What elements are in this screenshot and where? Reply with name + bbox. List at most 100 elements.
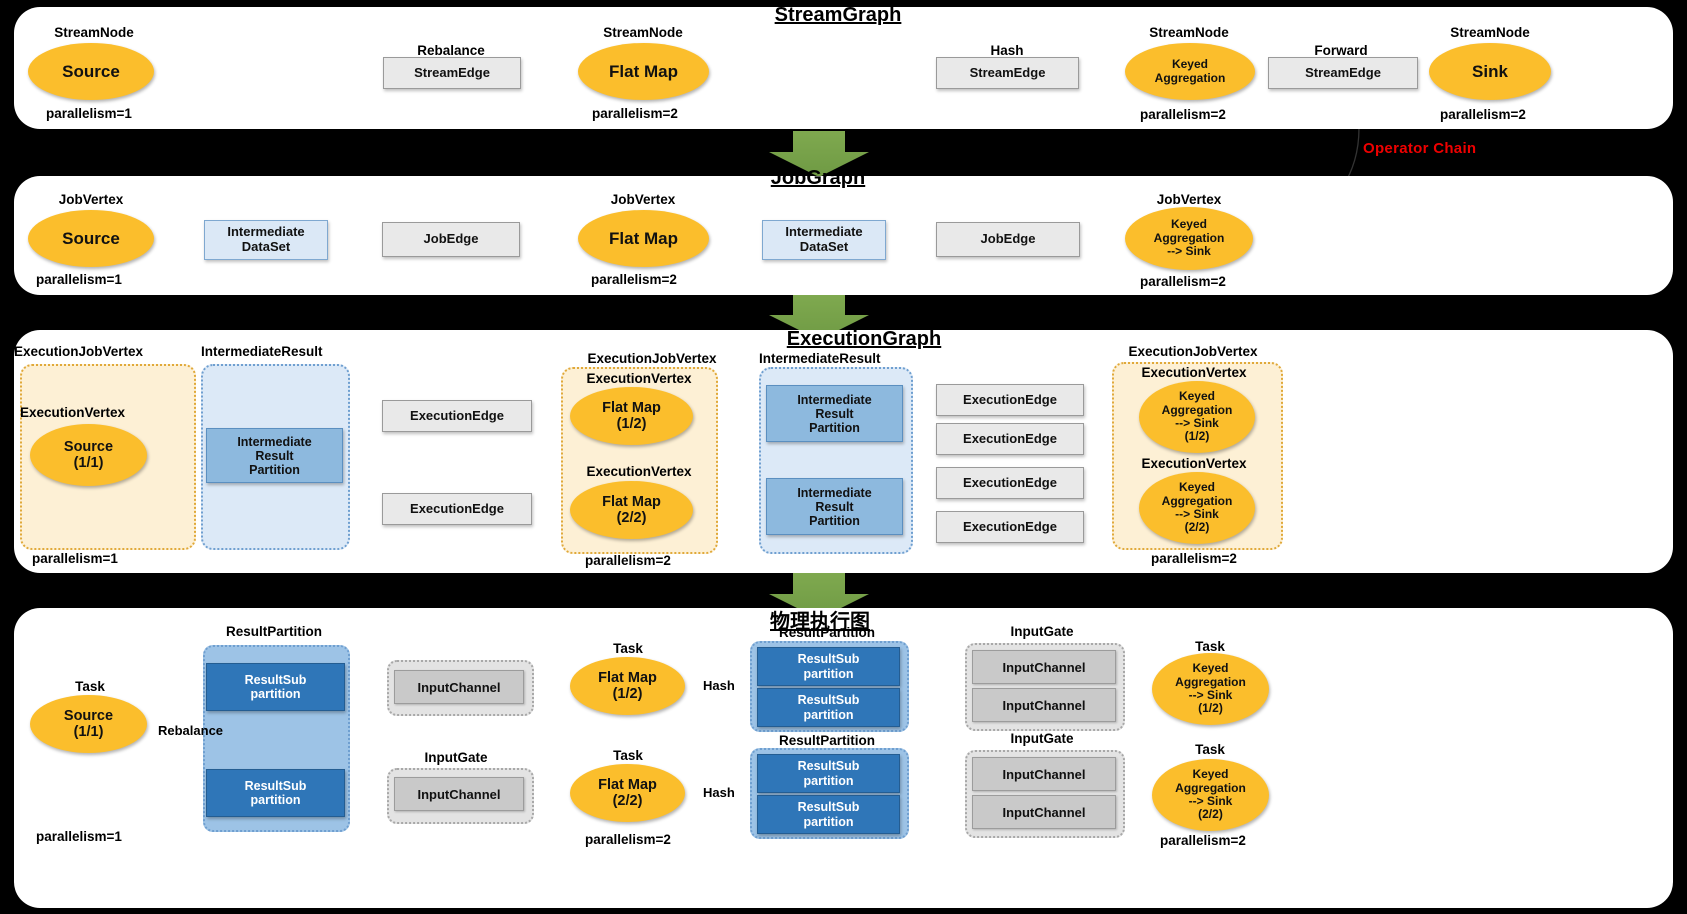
label-ev-flatmap-2: ExecutionVertex xyxy=(586,464,692,479)
intermediate-dataset-2[interactable]: Intermediate DataSet xyxy=(762,220,886,260)
label-ev-source: ExecutionVertex xyxy=(20,405,126,420)
parallelism-task-flatmap: parallelism=2 xyxy=(585,832,671,847)
physicalgraph-title: 物理执行图 xyxy=(770,611,870,633)
executionedge-label: ExecutionEdge xyxy=(410,407,504,423)
executionedge-2[interactable]: ExecutionEdge xyxy=(382,493,532,525)
node-flatmap[interactable]: Flat Map xyxy=(578,43,709,100)
inputchannel-5[interactable]: InputChannel xyxy=(972,757,1116,791)
label-task-flatmap-2: Task xyxy=(613,748,643,763)
task-keyedagg-2[interactable]: Keyed Aggregation --> Sink (2/2) xyxy=(1152,759,1269,831)
task-flatmap-2[interactable]: Flat Map (2/2) xyxy=(570,764,685,822)
parallelism-source: parallelism=1 xyxy=(46,106,132,121)
operator-chain-annotation: Operator Chain xyxy=(1363,140,1477,157)
label-task-flatmap-1: Task xyxy=(613,641,643,656)
executionvertex-keyedagg-2[interactable]: Keyed Aggregation --> Sink (2/2) xyxy=(1139,472,1255,544)
resultsubpartition-label: ResultSub partition xyxy=(797,800,860,829)
label-ejv-flatmap: ExecutionJobVertex xyxy=(587,351,717,366)
resultsubpartition-4[interactable]: ResultSub partition xyxy=(757,688,900,727)
label-resultpartition-1: ResultPartition xyxy=(225,624,323,639)
streamedge-label: StreamEdge xyxy=(969,64,1046,80)
executionvertex-flatmap-2-label: Flat Map (2/2) xyxy=(602,493,661,526)
executionedge-label: ExecutionEdge xyxy=(963,391,1057,407)
intermediate-result-partition-3[interactable]: Intermediate Result Partition xyxy=(766,478,903,535)
resultsubpartition-label: ResultSub partition xyxy=(797,759,860,788)
jobvertex-flatmap[interactable]: Flat Map xyxy=(578,210,709,267)
executionvertex-keyedagg-2-label: Keyed Aggregation --> Sink (2/2) xyxy=(1161,480,1233,535)
jobvertex-source[interactable]: Source xyxy=(28,210,154,267)
parallelism-ejv-source: parallelism=1 xyxy=(32,551,118,566)
executionedge-4[interactable]: ExecutionEdge xyxy=(936,423,1084,455)
jobvertex-source-label: Source xyxy=(62,228,120,248)
executionedge-1[interactable]: ExecutionEdge xyxy=(382,400,532,432)
task-source[interactable]: Source (1/1) xyxy=(30,695,147,753)
intermediate-result-partition-2[interactable]: Intermediate Result Partition xyxy=(766,385,903,442)
resultsubpartition-label: ResultSub partition xyxy=(244,672,307,701)
intermediate-result-partition-label: Intermediate Result Partition xyxy=(797,485,872,528)
jobgraph-title: JobGraph xyxy=(770,167,866,189)
jobvertex-flatmap-label: Flat Map xyxy=(609,228,678,248)
node-keyed-aggregation[interactable]: Keyed Aggregation xyxy=(1125,43,1255,100)
resultsubpartition-2[interactable]: ResultSub partition xyxy=(206,769,345,817)
executionedge-3[interactable]: ExecutionEdge xyxy=(936,384,1084,416)
inputchannel-4[interactable]: InputChannel xyxy=(972,688,1116,722)
task-keyedagg-1[interactable]: Keyed Aggregation --> Sink (1/2) xyxy=(1152,653,1269,725)
node-keyed-aggregation-label: Keyed Aggregation xyxy=(1154,57,1226,85)
parallelism-jobvertex-flatmap: parallelism=2 xyxy=(591,272,677,287)
resultsubpartition-3[interactable]: ResultSub partition xyxy=(757,647,900,686)
streamedge-rebalance[interactable]: StreamEdge xyxy=(383,57,521,89)
inputchannel-label: InputChannel xyxy=(1002,766,1086,782)
label-jobvertex-flatmap: JobVertex xyxy=(610,192,676,207)
resultsubpartition-label: ResultSub partition xyxy=(797,652,860,681)
executionedge-label: ExecutionEdge xyxy=(963,474,1057,490)
intermediate-dataset-1[interactable]: Intermediate DataSet xyxy=(204,220,328,260)
node-flatmap-label: Flat Map xyxy=(609,61,678,81)
inputchannel-6[interactable]: InputChannel xyxy=(972,795,1116,829)
inputchannel-label: InputChannel xyxy=(1002,697,1086,713)
jobvertex-keyed-agg-sink[interactable]: Keyed Aggregation --> Sink xyxy=(1125,207,1253,270)
inputchannel-label: InputChannel xyxy=(1002,659,1086,675)
parallelism-sink: parallelism=2 xyxy=(1440,107,1526,122)
inputchannel-2[interactable]: InputChannel xyxy=(394,777,524,811)
intermediate-result-partition-label: Intermediate Result Partition xyxy=(237,434,312,477)
executionedge-6[interactable]: ExecutionEdge xyxy=(936,511,1084,543)
jobedge-1[interactable]: JobEdge xyxy=(382,222,520,257)
label-streamnode-flatmap: StreamNode xyxy=(603,25,683,40)
resultsubpartition-6[interactable]: ResultSub partition xyxy=(757,795,900,834)
resultsubpartition-5[interactable]: ResultSub partition xyxy=(757,754,900,793)
parallelism-ejv-flatmap: parallelism=2 xyxy=(585,553,671,568)
node-source[interactable]: Source xyxy=(28,43,154,100)
label-ev-flatmap-1: ExecutionVertex xyxy=(586,371,692,386)
parallelism-task-keyedagg: parallelism=2 xyxy=(1160,833,1246,848)
label-hash: Hash xyxy=(990,43,1024,58)
inputchannel-label: InputChannel xyxy=(417,786,501,802)
jobedge-2[interactable]: JobEdge xyxy=(936,222,1080,257)
task-flatmap-1[interactable]: Flat Map (1/2) xyxy=(570,657,685,715)
label-task-keyedagg-1: Task xyxy=(1195,639,1225,654)
node-sink[interactable]: Sink xyxy=(1429,43,1551,100)
executionvertex-keyedagg-1-label: Keyed Aggregation --> Sink (1/2) xyxy=(1161,389,1233,444)
resultsubpartition-1[interactable]: ResultSub partition xyxy=(206,663,345,711)
resultsubpartition-label: ResultSub partition xyxy=(244,778,307,807)
executionvertex-flatmap-2[interactable]: Flat Map (2/2) xyxy=(570,481,693,539)
executionvertex-keyedagg-1[interactable]: Keyed Aggregation --> Sink (1/2) xyxy=(1139,381,1255,453)
executionedge-5[interactable]: ExecutionEdge xyxy=(936,467,1084,499)
task-flatmap-2-label: Flat Map (2/2) xyxy=(598,776,657,809)
executionvertex-flatmap-1-label: Flat Map (1/2) xyxy=(602,399,661,432)
label-streamnode-keyedagg: StreamNode xyxy=(1149,25,1229,40)
intermediate-dataset-label: Intermediate DataSet xyxy=(227,224,305,254)
task-flatmap-1-label: Flat Map (1/2) xyxy=(598,669,657,702)
label-jobvertex-keyedagg: JobVertex xyxy=(1156,192,1222,207)
label-forward: Forward xyxy=(1314,43,1368,58)
label-task-source: Task xyxy=(75,679,105,694)
streamedge-hash[interactable]: StreamEdge xyxy=(936,57,1079,89)
inputchannel-3[interactable]: InputChannel xyxy=(972,650,1116,684)
inputchannel-1[interactable]: InputChannel xyxy=(394,670,524,704)
label-intermediateresult-2: IntermediateResult xyxy=(759,351,881,366)
label-ejv-keyedagg: ExecutionJobVertex xyxy=(1128,344,1258,359)
streamedge-forward[interactable]: StreamEdge xyxy=(1268,57,1418,89)
executionvertex-source[interactable]: Source (1/1) xyxy=(30,424,147,486)
inputchannel-label: InputChannel xyxy=(417,679,501,695)
parallelism-keyedagg: parallelism=2 xyxy=(1140,107,1226,122)
intermediate-result-partition-1[interactable]: Intermediate Result Partition xyxy=(206,428,343,483)
executionvertex-flatmap-1[interactable]: Flat Map (1/2) xyxy=(570,387,693,445)
